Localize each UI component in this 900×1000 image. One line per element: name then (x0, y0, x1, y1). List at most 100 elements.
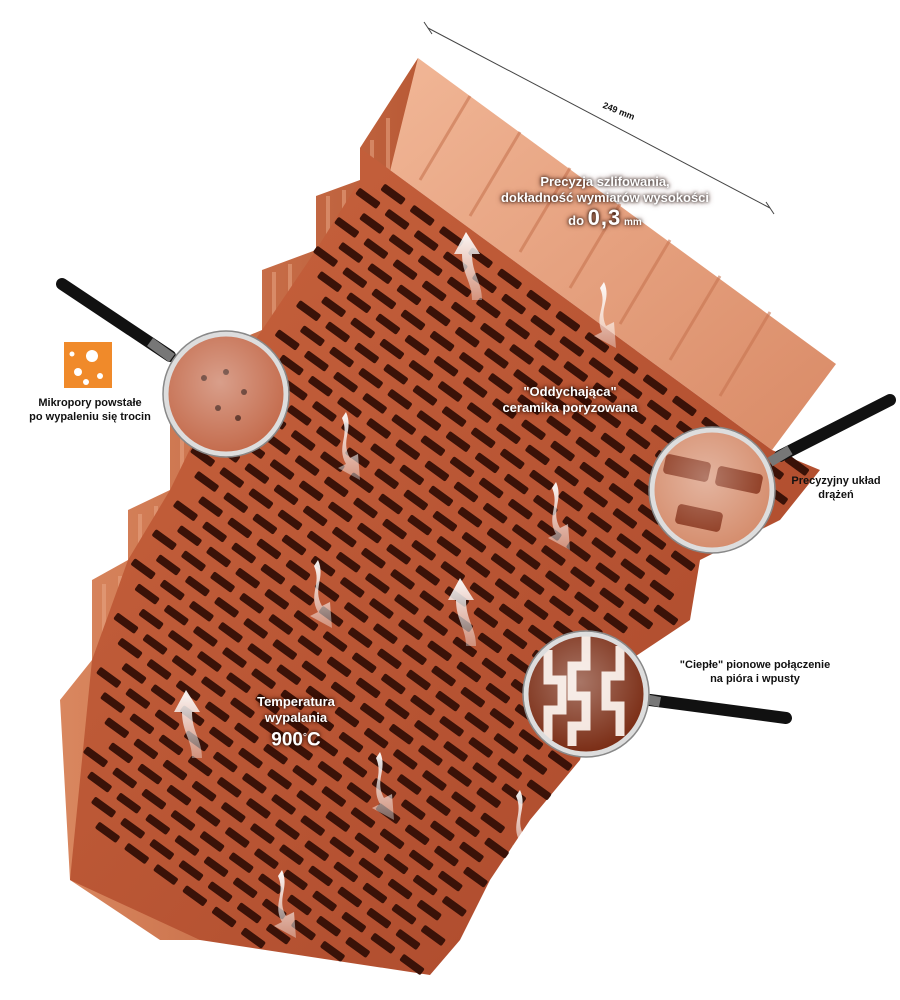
brick-hole (389, 724, 414, 745)
brick-hole (459, 352, 484, 373)
brick-hole (622, 403, 647, 424)
brick-hole (205, 701, 230, 722)
brick-hole (422, 280, 447, 301)
brick-hole (443, 251, 468, 272)
brick-hole (643, 374, 668, 395)
brick-hole (380, 828, 405, 849)
brick-hole (563, 361, 588, 382)
micropores-callout: Mikropory powstałe po wypaleniu się troc… (20, 396, 160, 424)
brick-hole (365, 573, 390, 594)
brick-hole (480, 812, 505, 833)
brick-hole (427, 640, 452, 661)
brick-hole (784, 455, 809, 476)
brick-hole (313, 736, 338, 757)
brick-hole (349, 472, 374, 493)
brick-hole (145, 814, 170, 835)
brick-hole (292, 765, 317, 786)
channels-line1: Precyzyjny układ (791, 475, 881, 487)
brick-hole (525, 444, 550, 465)
brick-hole (329, 347, 354, 368)
brick-hole (575, 436, 600, 458)
brick-hole (438, 871, 463, 892)
brick-hole (158, 734, 184, 755)
brick-hole (414, 720, 439, 741)
brick-hole (371, 288, 396, 309)
brick-hole (358, 857, 383, 878)
brick-hole (452, 636, 477, 657)
brick-hole (116, 793, 141, 814)
brick-hole (100, 692, 125, 713)
dimension-line (423, 21, 775, 215)
brick-hole (95, 822, 120, 843)
brick-hole (341, 912, 366, 933)
brick-hole (237, 902, 262, 924)
breathing-callout: "Oddychająca" ceramika poryzowana (470, 384, 670, 416)
brick-hole (468, 737, 493, 758)
brick-hole (528, 624, 553, 645)
brick-hole (396, 284, 422, 305)
brick-hole (178, 860, 204, 881)
brick-hole (473, 607, 498, 628)
brick-hole (336, 552, 361, 573)
brick-hole (333, 861, 358, 882)
brick-hole (362, 883, 387, 904)
brick-hole (501, 294, 526, 315)
brick-hole (496, 423, 521, 444)
brick-hole (548, 750, 573, 771)
brick-hole (434, 356, 459, 377)
brick-hole (374, 468, 399, 489)
brick-hole (430, 820, 455, 841)
brick-hole (308, 865, 333, 886)
brick-hole (384, 853, 409, 874)
brick-hole (398, 619, 423, 640)
brick-hole (233, 877, 258, 898)
brick-hole (139, 609, 164, 630)
brick-hole (202, 521, 227, 542)
brick-hole (383, 364, 408, 385)
brick-hole (513, 369, 538, 390)
brick-hole (337, 397, 362, 418)
brick-hole (243, 618, 268, 639)
brick-hole (345, 937, 370, 958)
brick-hole (256, 538, 281, 560)
brick-hole (476, 298, 501, 319)
brick-hole (604, 458, 629, 479)
brick-hole (403, 489, 428, 511)
brick-hole (247, 643, 272, 664)
brick-hole (481, 657, 506, 679)
brick-hole (476, 787, 501, 808)
brick-hole (641, 529, 667, 550)
brick-hole (295, 455, 320, 476)
brick-hole (503, 628, 528, 649)
brick-hole (549, 595, 574, 616)
brick-hole (497, 758, 522, 779)
brick-hole (375, 313, 400, 335)
brick-hole (259, 718, 284, 740)
brick-hole (331, 681, 356, 702)
brick-hole (297, 635, 322, 656)
brick-hole (135, 584, 160, 605)
brick-hole (420, 435, 445, 456)
brick-hole (579, 462, 604, 483)
brick-hole (334, 707, 360, 728)
brick-hole (530, 315, 555, 336)
brick-hole (592, 382, 617, 403)
brick-hole (168, 630, 193, 651)
brick-top-face (360, 58, 836, 450)
brick-hole (583, 487, 608, 508)
brick-hole (388, 879, 413, 900)
brick-hole (174, 835, 200, 856)
brick-hole (400, 309, 426, 331)
temperature-value: 900 (271, 729, 303, 751)
brick-hole (338, 732, 364, 753)
brick-hole (555, 311, 580, 332)
brick-hole (366, 418, 391, 439)
brick-hole (387, 389, 412, 410)
brick-hole (455, 816, 480, 837)
brick-hole (447, 276, 472, 297)
brick-holes (83, 184, 809, 975)
brick-hole (254, 848, 279, 869)
brick-hole (440, 561, 465, 582)
brick-hole (363, 238, 388, 259)
brick-hole (570, 566, 595, 587)
